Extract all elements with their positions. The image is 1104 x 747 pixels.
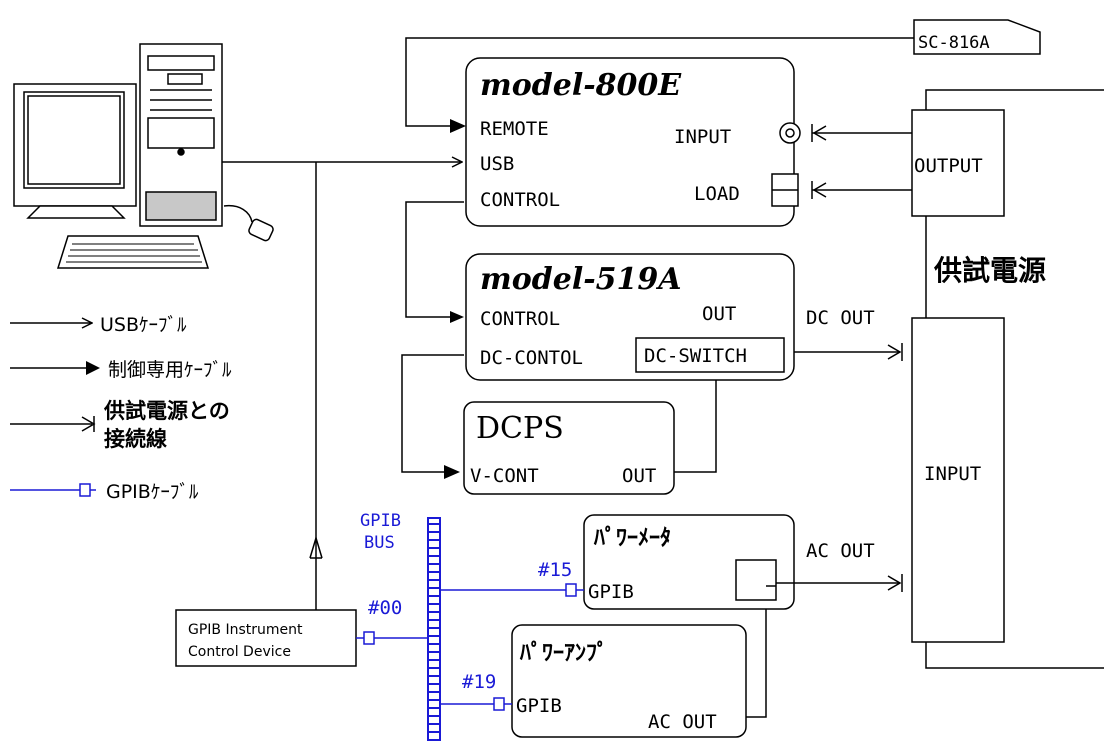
dcps-out: OUT	[622, 465, 656, 487]
model-800e-usb: USB	[480, 153, 514, 175]
input-connector-icon	[779, 122, 801, 144]
dc-out-label: DC OUT	[806, 307, 875, 329]
sc816a-label: SC-816A	[918, 33, 990, 53]
power-amp-address: #19	[462, 671, 496, 693]
gpib-device-line1: GPIB Instrument	[188, 622, 303, 638]
gpib-bus: GPIB BUS	[360, 511, 441, 741]
legend-connect-label-2: 接続線	[104, 427, 167, 451]
load-connector-icon	[771, 173, 799, 207]
model-800e-block: model-800E REMOTE USB CONTROL INPUT LOAD	[465, 57, 801, 227]
connection-lines	[222, 37, 914, 718]
dut-block: OUTPUT 供試電源 INPUT	[911, 89, 1104, 669]
power-meter-title: ﾊﾟﾜｰﾒｰﾀ	[593, 525, 671, 551]
gpib-bus-label-1: GPIB	[360, 511, 401, 531]
dut-output-box	[911, 109, 1005, 217]
power-meter-gpib: GPIB	[588, 581, 634, 603]
gpib-device-port	[363, 631, 375, 645]
sc816a-block: SC-816A	[913, 19, 1041, 55]
gpib-bus-label-2: BUS	[364, 533, 395, 553]
legend-gpib-label: GPIBｹｰﾌﾞﾙ	[106, 481, 199, 503]
power-meter-block: ﾊﾟﾜｰﾒｰﾀ GPIB	[583, 514, 795, 610]
power-amp-ac-out: AC OUT	[648, 711, 717, 733]
pc-icon	[13, 43, 274, 269]
gpib-device-cable-tip	[309, 535, 323, 559]
model-519a-dc-control: DC-CONTOL	[480, 347, 583, 369]
model-519a-dc-switch: DC-SWITCH	[644, 345, 747, 367]
power-amp-gpib: GPIB	[516, 695, 562, 717]
power-amp-gpib-port	[493, 697, 505, 711]
amp-to-meter-line	[742, 586, 767, 718]
gpib-port-icon	[79, 483, 91, 497]
power-amp-title: ﾊﾟﾜｰｱﾝﾌﾟ	[519, 640, 608, 666]
gpib-cables	[356, 583, 584, 711]
dut-title: 供試電源	[933, 254, 1046, 287]
power-meter-output-box	[735, 559, 777, 601]
dcps-block: DCPS V-CONT OUT	[463, 401, 675, 495]
dcps-title: DCPS	[476, 411, 564, 446]
model-800e-control: CONTROL	[480, 189, 560, 211]
legend-usb-label: USBｹｰﾌﾞﾙ	[100, 314, 187, 336]
model-800e-input: INPUT	[674, 126, 731, 148]
legend-connect-label-1: 供試電源との	[103, 399, 230, 423]
sc816a-to-remote-line	[405, 37, 914, 127]
legend: USBｹｰﾌﾞﾙ 制御専用ｹｰﾌﾞﾙ 供試電源との 接続線 GPIBｹｰﾌﾞﾙ	[10, 314, 232, 503]
dut-input-box	[911, 317, 1005, 643]
dc-control-to-dcps-line	[401, 354, 464, 473]
dc-switch-to-dcps-out-line	[664, 372, 717, 473]
dut-input-label: INPUT	[924, 463, 981, 485]
model-519a-title: model-519A	[480, 262, 682, 297]
power-amp-block: ﾊﾟﾜｰｱﾝﾌﾟ GPIB AC OUT	[511, 624, 747, 738]
legend-control-label: 制御専用ｹｰﾌﾞﾙ	[108, 359, 232, 381]
model-800e-load: LOAD	[694, 183, 740, 205]
model-519a-control: CONTROL	[480, 308, 560, 330]
power-meter-gpib-port	[565, 583, 577, 597]
model-519a-block: model-519A CONTROL OUT DC-CONTOL DC-SWIT…	[465, 253, 795, 381]
power-meter-address: #15	[538, 559, 572, 581]
gpib-device-line2: Control Device	[188, 644, 291, 660]
dc-switch-box	[635, 337, 785, 373]
model-800e-title: model-800E	[480, 68, 682, 103]
filled-arrow-icon	[86, 361, 100, 375]
model-800e-remote: REMOTE	[480, 118, 549, 140]
gpib-device-block: GPIB Instrument Control Device	[175, 535, 357, 667]
control-to-519a-line	[405, 201, 464, 318]
model-519a-out: OUT	[702, 303, 736, 325]
ac-out-label: AC OUT	[806, 540, 875, 562]
gpib-device-address: #00	[368, 597, 402, 619]
dut-output-label: OUTPUT	[914, 155, 983, 177]
dcps-v-cont: V-CONT	[470, 465, 539, 487]
